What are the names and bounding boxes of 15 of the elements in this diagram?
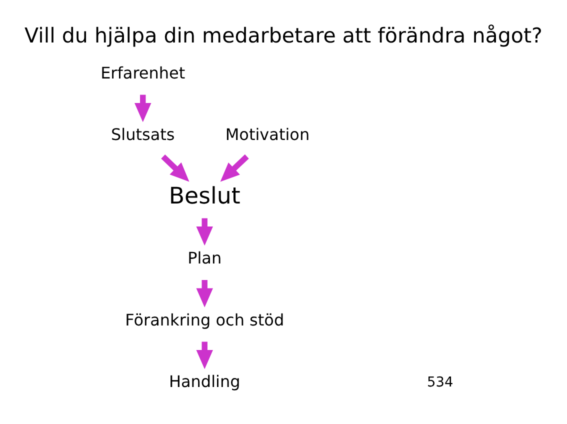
arrow [134, 94, 152, 122]
node-text: Slutsats [110, 124, 175, 144]
arrow [161, 154, 190, 182]
node-text: Plan [188, 248, 222, 268]
node-text: Motivation [225, 124, 310, 144]
node-text: Beslut [168, 182, 240, 209]
diagram-title: Vill du hjälpa din medarbetare att förändra något? [24, 23, 542, 48]
node-text: Handling [168, 372, 240, 391]
label: 534 [427, 374, 454, 390]
node-text: Erfarenhet [100, 62, 186, 82]
arrow [196, 341, 213, 369]
node-text: Förankring och stöd [125, 310, 284, 329]
arrow [196, 218, 213, 246]
arrow [220, 154, 249, 182]
arrow [196, 280, 213, 307]
